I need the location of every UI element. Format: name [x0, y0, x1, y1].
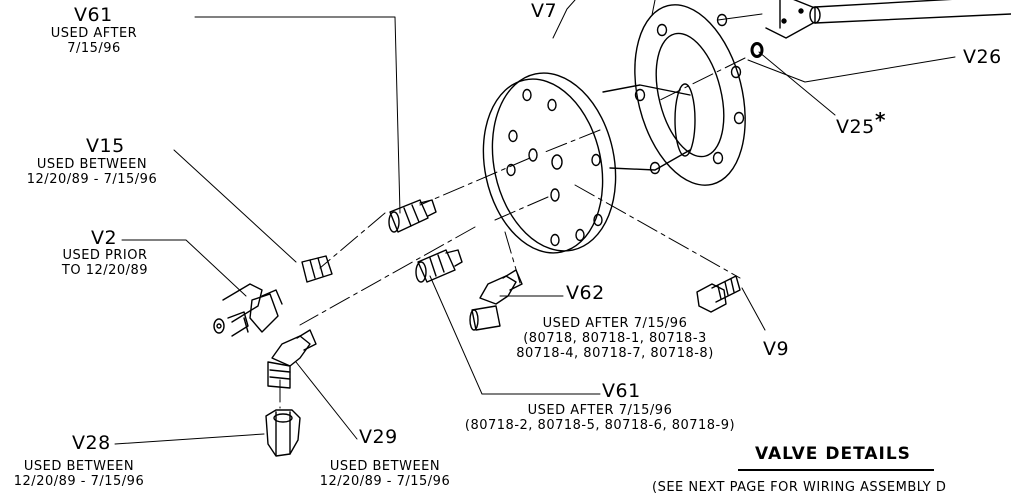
part-id-v2: V2: [91, 227, 118, 249]
note-line: USED PRIOR: [62, 248, 148, 263]
note-line: 12/20/89 - 7/15/96: [13, 474, 145, 489]
leader-lines: [114, 0, 956, 445]
note-line: USED BETWEEN: [329, 459, 441, 474]
part-note-v2: USED PRIOR TO 12/20/89: [55, 249, 155, 277]
part-note-v28: USED BETWEEN 12/20/89 - 7/15/96: [0, 460, 158, 488]
part-id-v29: V29: [359, 426, 398, 448]
petcock-v2: [213, 283, 283, 337]
fitting-v61-upper: [388, 199, 437, 233]
note-line: USED AFTER: [50, 26, 138, 41]
center-lines: [279, 57, 746, 409]
part-id-v62: V62: [566, 282, 605, 304]
flange-v7: [482, 72, 696, 254]
note-line: USED AFTER 7/15/96: [527, 403, 673, 418]
note-line: 80718-4, 80718-7, 80718-8): [516, 346, 714, 361]
part-id-v9: V9: [763, 338, 790, 360]
plug-v15: [301, 255, 333, 283]
note-line: USED AFTER 7/15/96: [542, 316, 688, 331]
note-line: 7/15/96: [67, 41, 121, 56]
note-line: TO 12/20/89: [61, 263, 149, 278]
part-id-v61-top: V61: [74, 4, 113, 26]
note-line: 12/20/89 - 7/15/96: [26, 172, 158, 187]
note-line: USED BETWEEN: [36, 157, 148, 172]
bolt-v9: [696, 275, 741, 313]
elbow-v62: [469, 269, 523, 331]
note-line: USED BETWEEN: [23, 459, 135, 474]
part-note-v61-bottom: USED AFTER 7/15/96 (80718-2, 80718-5, 80…: [420, 404, 780, 432]
nut-v28: [265, 409, 301, 457]
part-id-v25: V25: [836, 116, 875, 138]
gasket-ring: [634, 4, 746, 186]
shaft-v26: [765, 0, 1011, 39]
fitting-v61-lower: [415, 249, 463, 283]
part-note-v15: USED BETWEEN 12/20/89 - 7/15/96: [12, 158, 172, 186]
note-asterisk: *: [875, 108, 886, 132]
part-id-v26: V26: [963, 46, 1002, 68]
part-id-v61-bottom: V61: [602, 380, 641, 402]
diagram-title: VALVE DETAILS: [755, 444, 911, 464]
note-line: (80718-2, 80718-5, 80718-6, 80718-9): [464, 418, 736, 433]
elbow-v29: [267, 329, 317, 389]
part-note-v62: USED AFTER 7/15/96 (80718, 80718-1, 8071…: [495, 317, 735, 360]
part-note-v61-top: USED AFTER 7/15/96: [34, 27, 154, 55]
part-id-v28: V28: [72, 432, 111, 454]
title-underline: [738, 469, 934, 471]
washer-v25: [750, 42, 764, 58]
note-line: (80718, 80718-1, 80718-3: [523, 331, 707, 346]
diagram-subtitle: (SEE NEXT PAGE FOR WIRING ASSEMBLY D: [652, 480, 947, 495]
part-id-v15: V15: [86, 135, 125, 157]
part-note-v29: USED BETWEEN 12/20/89 - 7/15/96: [305, 460, 465, 488]
note-line: 12/20/89 - 7/15/96: [319, 474, 451, 489]
part-id-v7: V7: [531, 0, 558, 22]
